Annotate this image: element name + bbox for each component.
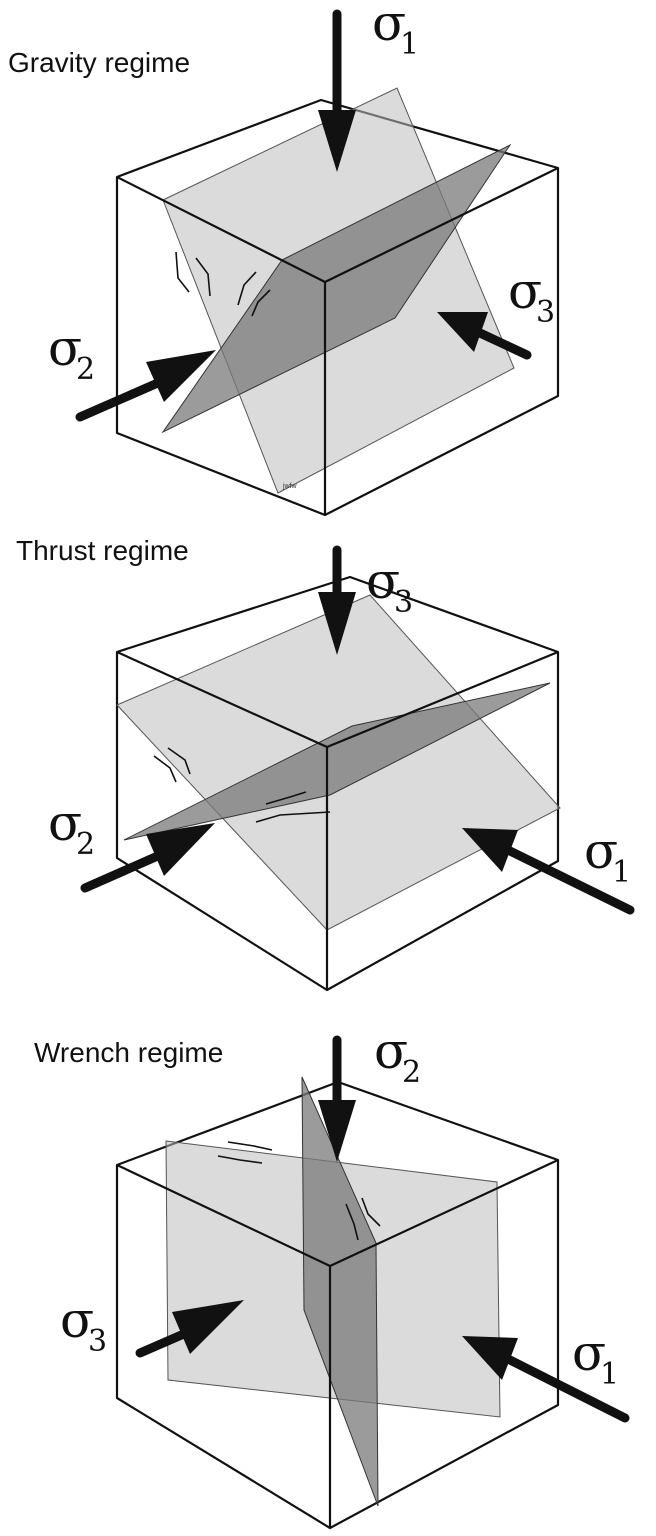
thrust-slip-markers: [153, 747, 331, 823]
gravity-sigma3-arrow: [437, 312, 532, 360]
thrust-regime-panel: Thrust regime σ3 σ2 σ1: [16, 535, 635, 992]
gravity-author-signature: jwfw: [282, 483, 298, 490]
gravity-sigma1-label: σ1: [372, 0, 419, 62]
thrust-sigma3-label: σ3: [366, 552, 413, 620]
wrench-sigma1-label: σ1: [572, 1324, 619, 1392]
wrench-regime-panel: Wrench regime σ2 σ3 σ1: [34, 1022, 630, 1530]
thrust-sigma1-arrow: [462, 828, 635, 915]
gravity-slip-markers: [175, 251, 271, 317]
gravity-sigma1-arrow: [318, 9, 356, 172]
gravity-regime-panel: Gravity regime jwfw: [8, 0, 560, 517]
wrench-slip-markers: [217, 1141, 381, 1241]
wrench-sigma1-arrow: [462, 1336, 630, 1423]
wrench-sigma3-arrow: [135, 1300, 244, 1358]
gravity-fault-plane-2: [161, 143, 512, 434]
thrust-sigma2-arrow: [80, 823, 215, 893]
wrench-sigma2-arrow: [318, 1035, 356, 1162]
gravity-sigma3-label: σ3: [508, 262, 555, 330]
gravity-cube-outline: [115, 98, 560, 517]
gravity-regime-title: Gravity regime: [8, 47, 190, 78]
gravity-sigma2-arrow: [75, 350, 216, 422]
thrust-sigma1-label: σ1: [584, 822, 631, 890]
wrench-sigma2-label: σ2: [374, 1022, 421, 1090]
wrench-regime-title: Wrench regime: [34, 1037, 223, 1068]
wrench-fault-plane-2: [301, 1076, 379, 1507]
thrust-regime-title: Thrust regime: [16, 535, 189, 566]
thrust-fault-plane-2: [123, 682, 551, 841]
wrench-sigma3-label: σ3: [60, 1291, 107, 1359]
thrust-sigma3-arrow: [318, 545, 356, 655]
gravity-sigma2-label: σ2: [48, 319, 95, 387]
thrust-cube-outline: [115, 575, 560, 992]
thrust-sigma2-label: σ2: [48, 794, 95, 862]
